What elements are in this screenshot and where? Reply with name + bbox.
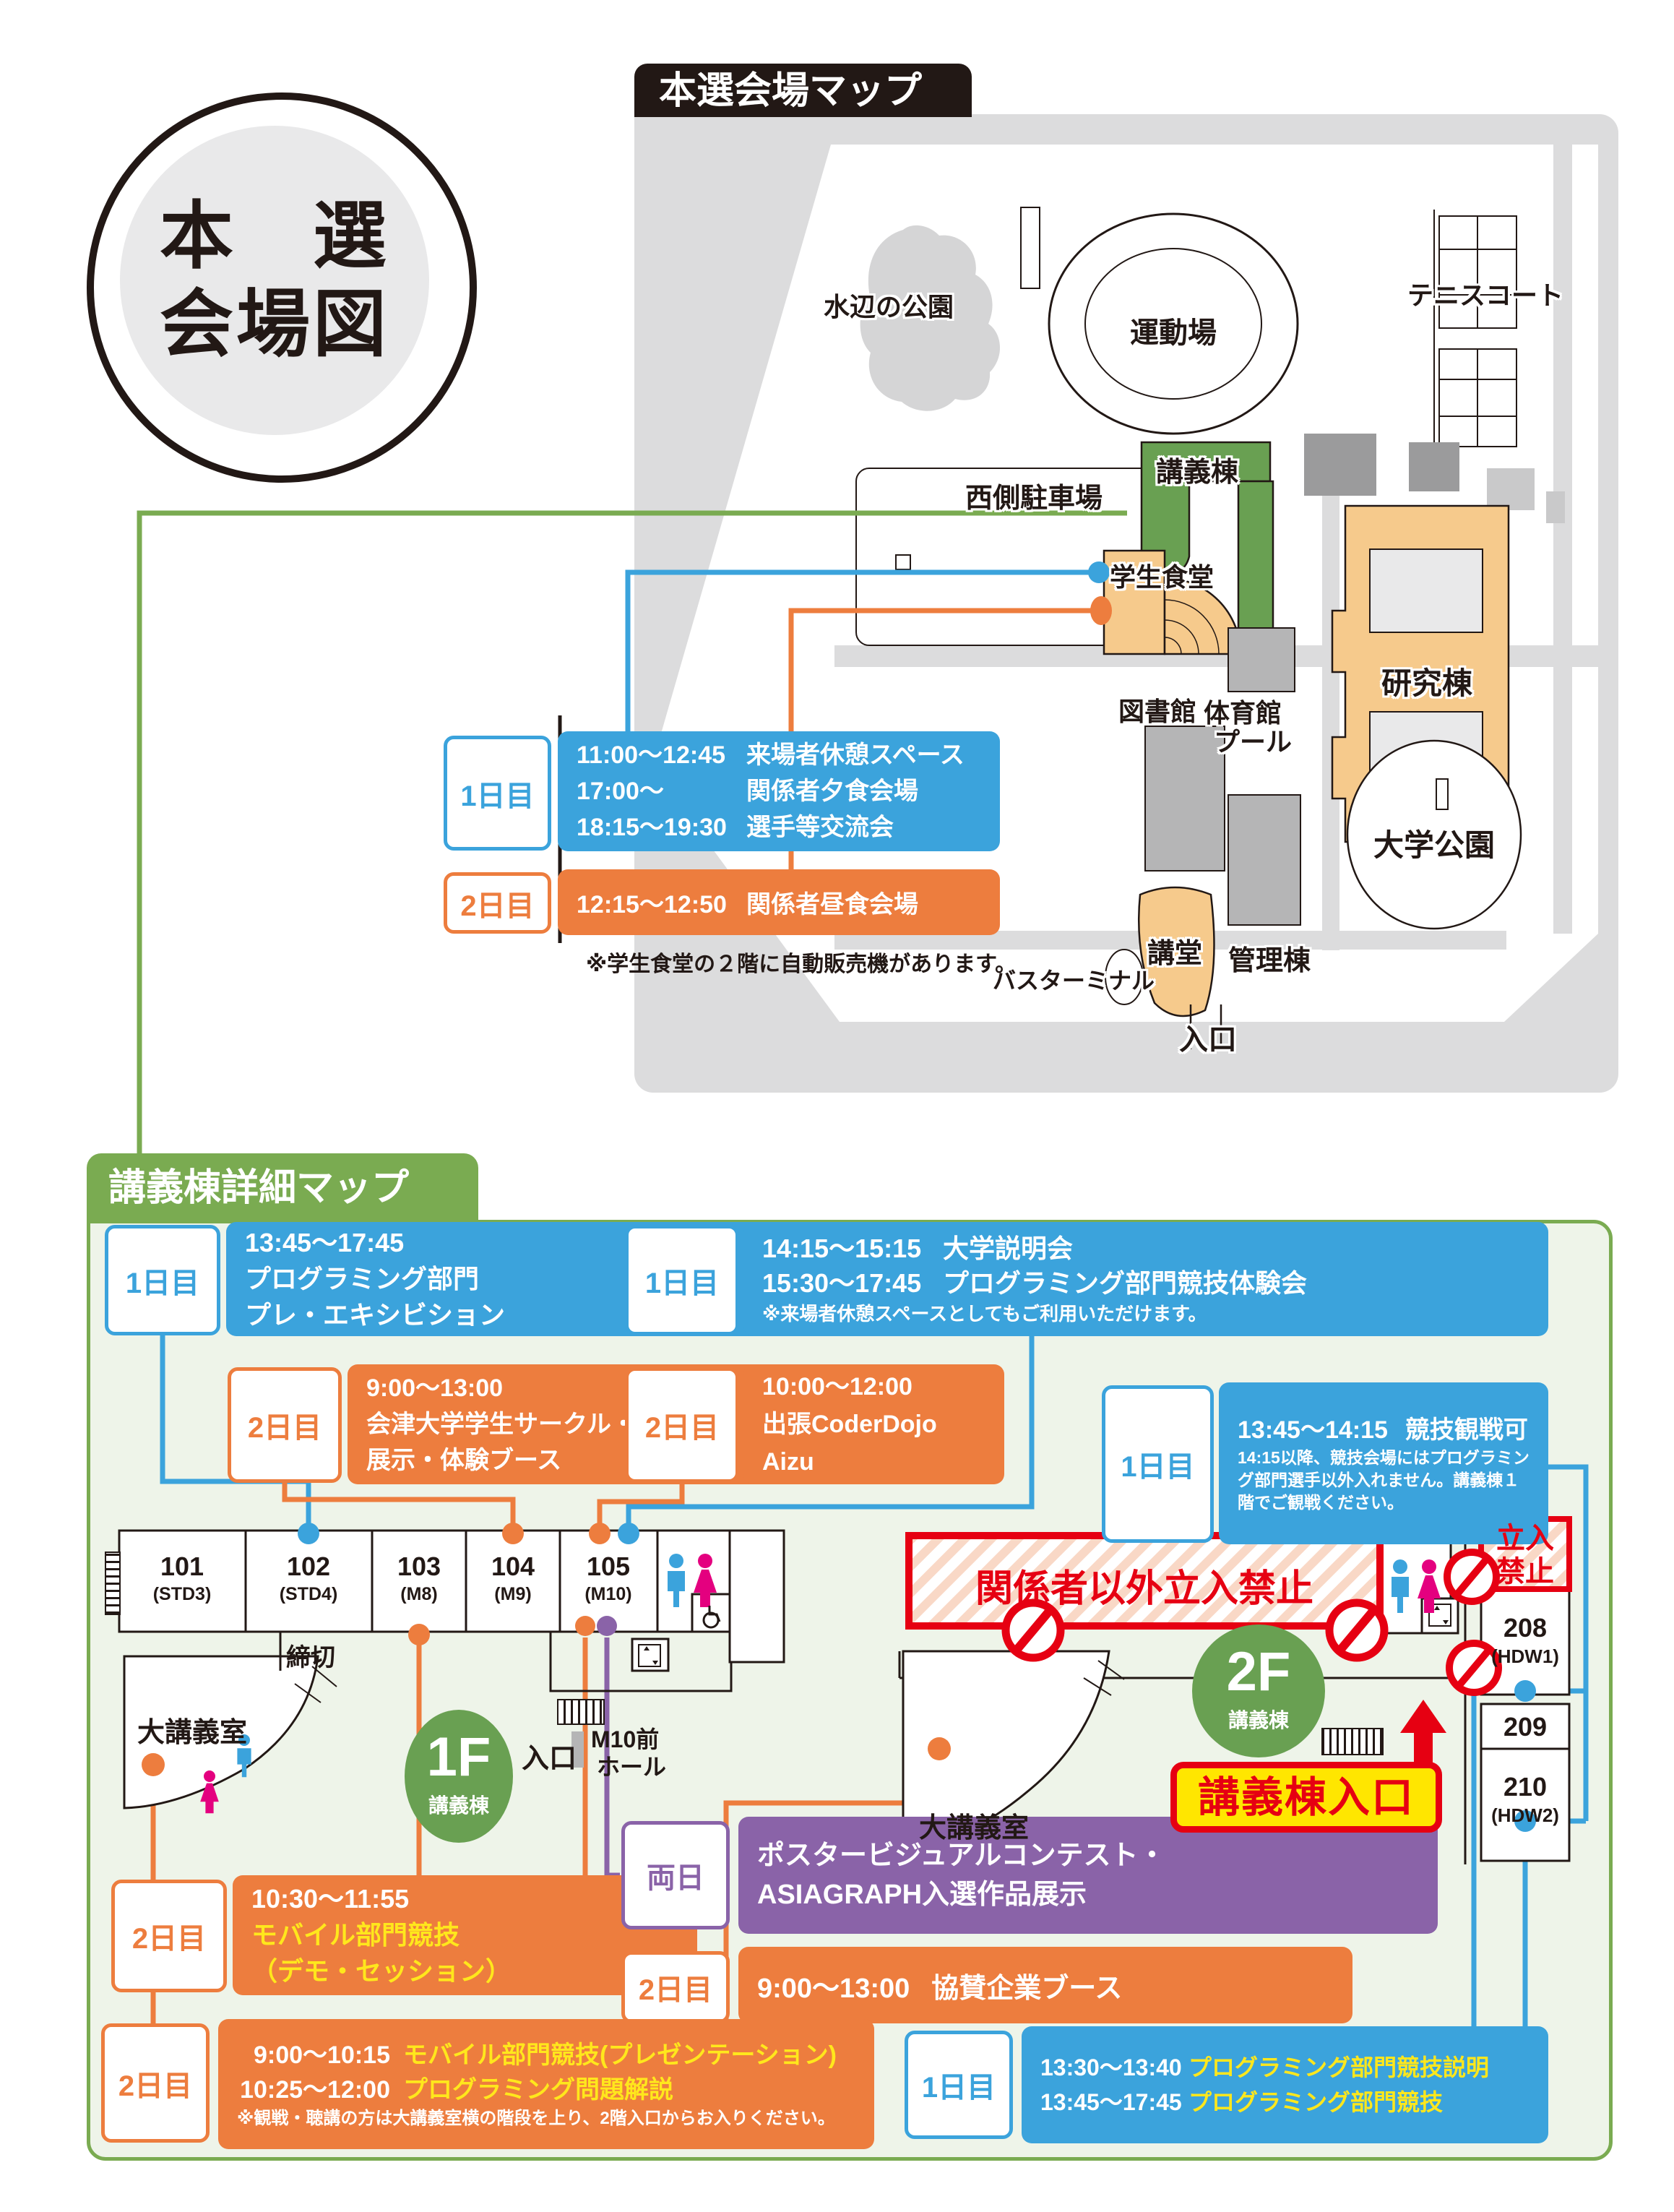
map-label-admin: 管理棟 [1228,946,1311,976]
wheelchair-icon [702,1606,721,1629]
lecture-entrance-sign: 講義棟入口 [1170,1762,1442,1833]
room-101: 101 (STD3) [152,1552,212,1604]
room102-dot [298,1523,319,1544]
cafeteria-note: ※学生食堂の２階に自動販売機があります。 [586,952,1017,976]
map-label-field: 運動場 [1130,317,1217,349]
m10-hall-purple-dot [597,1616,617,1636]
day-tag-mobile-demo: 2日目 [111,1880,227,1992]
map-label-park: 大学公園 [1373,828,1496,862]
room-210: 210 (HDW2) [1491,1772,1559,1826]
room104-dot [502,1523,524,1544]
cafeteria-shape [1103,549,1242,655]
day-tag-sponsor: 2日目 [621,1951,730,2023]
floor1-entrance-label: 入口 [522,1744,577,1774]
m10-hall-label1: M10前 [591,1726,660,1752]
m10-hall-orange-dot [575,1616,595,1636]
m10-hall-label2: ホール [597,1754,667,1780]
no-entry-icons [1001,1549,1502,1696]
admin-shape [1228,794,1301,926]
room-209: 209 [1503,1712,1548,1742]
pond-shape [860,225,1001,411]
toilet-icon-female [694,1554,717,1607]
cafeteria-day2-dot [1090,596,1112,625]
coderdojo-box: 10:00～12:00 出張CoderDojo Aizu [743,1364,1004,1484]
entrance-arrow [1400,1700,1446,1769]
map-label-bus: バスターミナル [993,968,1155,994]
room210-dot [1514,1810,1536,1832]
badge-line1: 本 選 [160,195,389,277]
room-105: 105 (M10) [584,1552,632,1604]
day-tag-day1-cafeteria: 1日目 [444,736,551,851]
badge-line2: 会場図 [160,283,389,366]
no-entry-room-label: 立入 禁止 [1496,1523,1554,1588]
library-shape [1144,726,1225,872]
floor2-large-room-dot [928,1737,951,1760]
room-102: 102 (STD4) [279,1552,338,1604]
elevator-icon [638,1644,661,1667]
lecture-building-shape [1140,441,1274,643]
mobile-demo-box: 10:30～11:55 モバイル部門競技 （デモ・セッション） [233,1875,697,1995]
day-tag-mobile-pres: 2日目 [101,2023,210,2143]
room-208: 208 (HDW1) [1491,1613,1559,1667]
map-label-research: 研究棟 [1381,666,1473,700]
day-tag-pre-exhibition: 1日目 [105,1225,220,1335]
day-tag-day2-cafeteria: 2日目 [444,872,551,934]
map-label-tennis: テニスコート [1407,280,1564,310]
venue-map-title: 本選会場マップ [634,64,972,117]
toilet-icon-male-2f [1392,1559,1409,1613]
floor2-badge: 2F 講義棟 [1192,1624,1325,1757]
room-104: 104 (M9) [491,1552,535,1604]
room208-dot [1514,1680,1536,1702]
cafeteria-day1-dot [1088,561,1110,583]
floor2-large-room-label: 大講義室 [919,1813,1030,1843]
day-tag-briefing: 1日目 [625,1225,739,1335]
map-label-pond: 水辺の公園 [824,292,954,322]
day-tag-watch: 1日目 [1102,1385,1214,1543]
floor1-large-room-label: 大講義室 [137,1718,248,1748]
room105-blue-dot [618,1523,639,1544]
floor1-badge: 1F 講義棟 [405,1710,513,1843]
map-label-library: 図書館 [1118,697,1197,726]
restricted-area-label: 関係者以外立入禁止 [975,1568,1313,1610]
map-label-west-parking: 西側駐車場 [965,483,1103,514]
day-tag-poster: 両日 [621,1821,730,1929]
map-label-cafeteria: 学生食堂 [1110,562,1214,592]
map-label-entrance: 入口 [1179,1024,1237,1056]
gym-shape [1228,627,1295,692]
event-badge: 本 選 会場図 [87,92,477,483]
poster-box: ポスタービジュアルコンテスト・ ASIAGRAPH入選作品展示 [738,1817,1438,1934]
map-label-gym2: プール [1214,727,1293,757]
room103-dot [408,1624,430,1645]
day-tag-coderdojo: 2日目 [625,1367,739,1483]
auditorium-shape [1137,886,1215,1017]
park-shape [1346,739,1522,930]
day-tag-circle-booth: 2日目 [228,1367,342,1483]
restricted-area-box [905,1532,1384,1630]
toilet-icon-male [668,1554,685,1607]
stairs-person-female-icon [200,1770,219,1814]
floor1-large-room-dot [142,1753,165,1776]
map-label-lecture: 講義棟 [1156,457,1239,488]
room105-orange-dot [589,1523,611,1544]
tennis-courts [1433,210,1517,462]
label-closed: 締切 [286,1644,335,1671]
room-103: 103 (M8) [397,1552,441,1604]
day-tag-programming: 1日目 [905,2031,1013,2139]
toilet-icon-female-2f [1418,1559,1441,1613]
map-label-gym1: 体育館 [1204,698,1282,728]
stairs-person-male-icon [237,1734,251,1778]
map-label-auditorium: 講堂 [1147,939,1203,969]
detail-map-title: 講義棟詳細マップ [87,1153,478,1221]
